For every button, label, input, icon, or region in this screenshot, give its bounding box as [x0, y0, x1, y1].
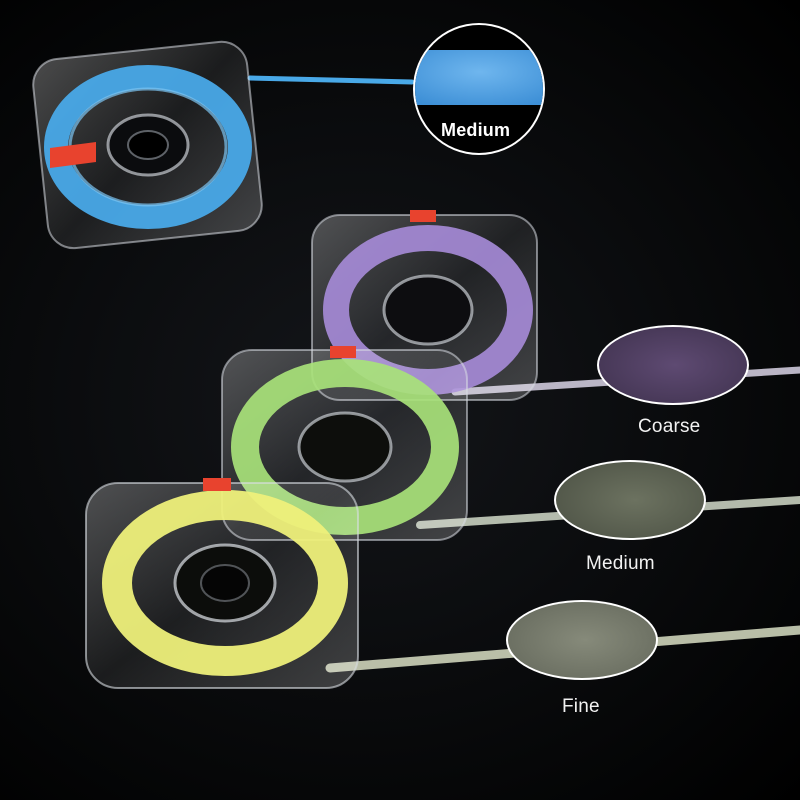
top-medium-callout	[413, 23, 545, 155]
blue-spool	[32, 40, 415, 250]
fine-callout	[506, 600, 658, 680]
yellow-spool	[85, 478, 800, 689]
top-medium-label: Medium	[441, 120, 511, 140]
fine-label: Fine	[562, 696, 600, 717]
coarse-callout	[597, 325, 749, 405]
blue-strip-roll	[44, 65, 252, 229]
medium-callout	[554, 460, 706, 540]
blue-texture-swatch	[415, 50, 543, 105]
blue-strip-line	[247, 75, 415, 85]
medium-label: Medium	[586, 553, 655, 574]
blue-spool-tab	[50, 142, 96, 168]
yellow-strip-roll	[102, 490, 348, 676]
coarse-label: Coarse	[638, 416, 701, 437]
